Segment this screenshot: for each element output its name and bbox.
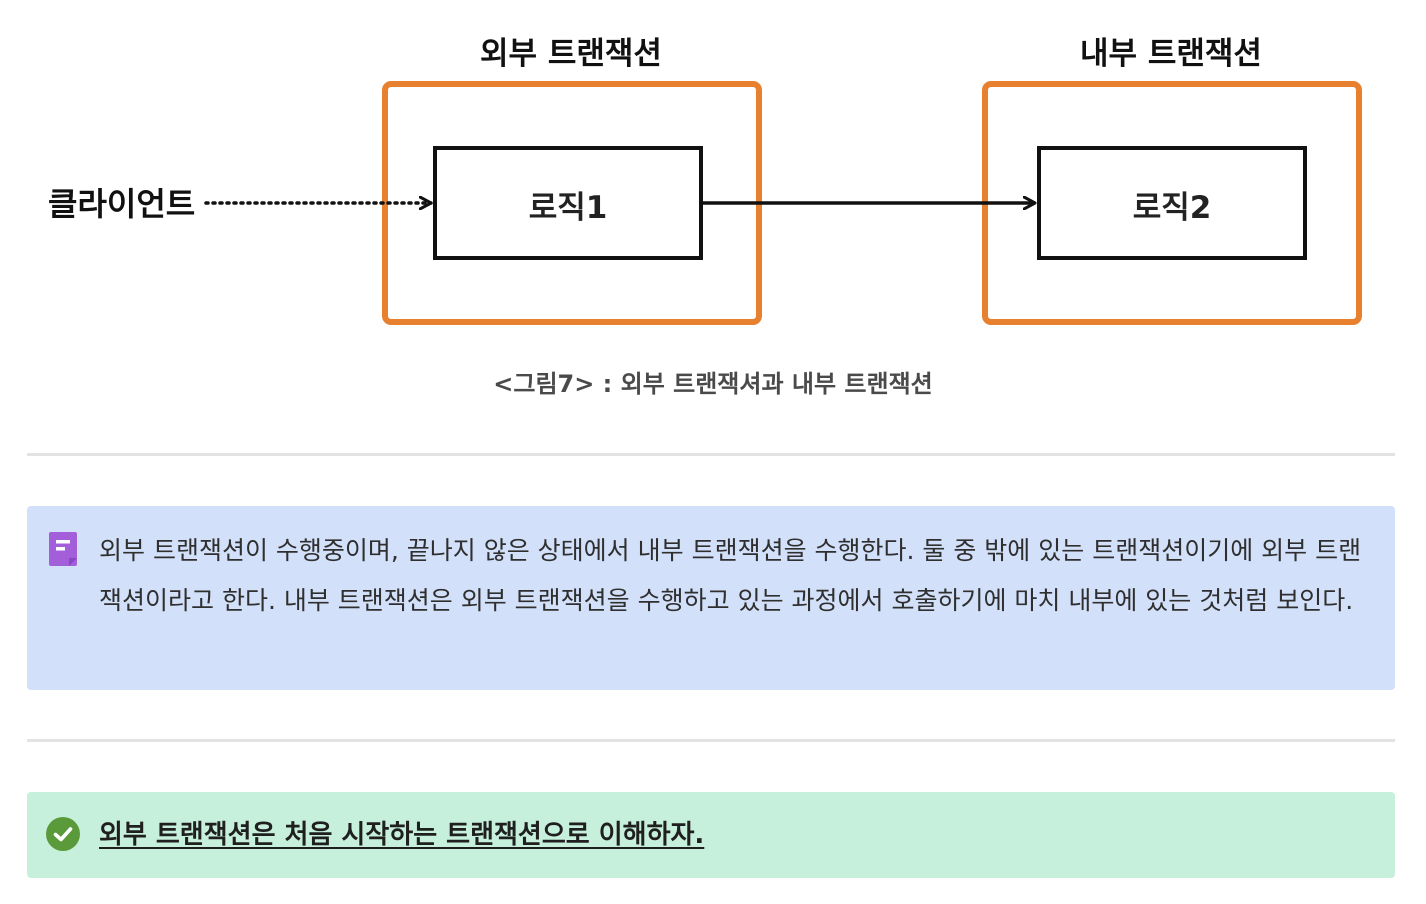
divider [27, 739, 1395, 742]
check-circle-icon [46, 817, 80, 851]
logic2-box [1037, 146, 1307, 260]
transaction-diagram: 외부 트랜잭션 내부 트랜잭션 클라이언트 로직1 로직2 [0, 0, 1426, 340]
figure-caption: <그림7> : 외부 트랜잭셔과 내부 트랜잭션 [493, 370, 933, 398]
inner-transaction-title: 내부 트랜잭션 [1080, 36, 1262, 72]
note-callout: 외부 트랜잭션이 수행중이며, 끝나지 않은 상태에서 내부 트랜잭션을 수행한… [27, 506, 1395, 690]
outer-transaction-title: 외부 트랜잭션 [480, 36, 662, 72]
check-callout-text: 외부 트랜잭션은 처음 시작하는 트랜잭션으로 이해하자. [99, 820, 705, 850]
divider [27, 453, 1395, 456]
diagram-canvas [204, 81, 1362, 325]
logic2-label: 로직2 [1132, 190, 1212, 226]
note-callout-text: 외부 트랜잭션이 수행중이며, 끝나지 않은 상태에서 내부 트랜잭션을 수행한… [99, 536, 1362, 615]
logic1-box [433, 146, 703, 260]
logic1-label: 로직1 [528, 190, 608, 226]
client-label: 클라이언트 [48, 185, 196, 223]
note-icon [49, 532, 77, 566]
check-callout: 외부 트랜잭션은 처음 시작하는 트랜잭션으로 이해하자. [27, 792, 1395, 878]
